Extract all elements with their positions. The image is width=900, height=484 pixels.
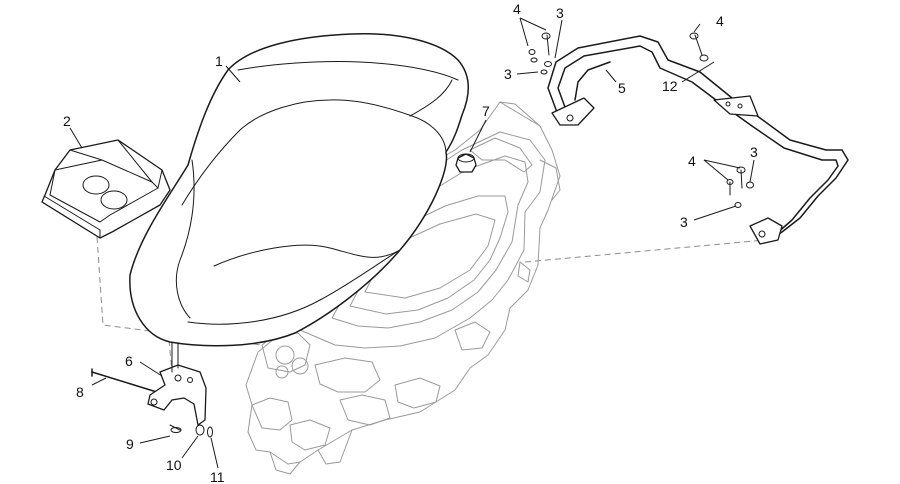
guide-hinge: [167, 329, 173, 373]
callout-9: 9: [126, 436, 134, 452]
rack-fasteners: [528, 32, 754, 208]
leader-4b: [693, 23, 701, 33]
guide-rear-rack: [524, 239, 766, 263]
seat: [129, 32, 469, 347]
leader-10: [181, 435, 199, 459]
callout-6: 6: [125, 353, 133, 369]
rail-mount-hole: [566, 114, 574, 122]
leader-1: [225, 65, 241, 83]
hinge-hole: [150, 398, 158, 406]
callout-4: 4: [688, 153, 696, 169]
screw-head: [170, 427, 182, 433]
callout-2: 2: [63, 113, 71, 129]
leader-4a: [519, 17, 547, 31]
rubber-buffer: [455, 153, 477, 173]
clip: [207, 426, 213, 438]
callout-10: 10: [166, 457, 182, 473]
rail-bracket-hole: [737, 103, 743, 109]
callout-4: 4: [513, 1, 521, 17]
leader-8: [91, 377, 107, 386]
leader-11: [210, 437, 219, 469]
rail-mount-left: [551, 97, 595, 126]
callout-8: 8: [76, 384, 84, 400]
rail-mount-hole: [758, 230, 766, 238]
leader-4a-b: [519, 17, 529, 47]
callout-11: 11: [210, 469, 225, 484]
leader-6: [139, 361, 163, 377]
leader-3d: [693, 205, 737, 221]
callout-4: 4: [716, 13, 724, 29]
hinge-hole: [174, 374, 182, 382]
rail-bracket-12: [713, 95, 759, 117]
callout-3: 3: [680, 214, 688, 230]
leader-lines: [69, 17, 755, 469]
callout-3: 3: [504, 66, 512, 82]
callout-12: 12: [662, 78, 678, 94]
leader-4c: [703, 159, 741, 169]
callout-3: 3: [750, 144, 758, 160]
callout-5: 5: [618, 80, 626, 96]
leader-3a: [554, 19, 563, 59]
leader-12: [681, 61, 715, 83]
hinge-pin-bolt: [91, 371, 161, 394]
seat-cover: [41, 139, 171, 239]
callout-3: 3: [556, 5, 564, 21]
hinge-assembly: [91, 339, 213, 438]
leader-3c: [749, 159, 755, 183]
callout-7: 7: [482, 103, 490, 119]
callout-labels: 1 2 3 3 3 3 4 4 4 5 6 7 8 9 10 11 12: [63, 1, 758, 484]
leader-4c-b: [703, 159, 729, 181]
rail-bracket-hole: [725, 101, 731, 107]
leader-7: [469, 119, 487, 153]
hinge-bracket: [147, 364, 207, 426]
rear-grab-rail: [547, 35, 849, 245]
leader-2: [69, 127, 83, 149]
hinge-hole: [187, 377, 193, 383]
rail-mount-right: [749, 217, 783, 245]
leader-9: [139, 435, 171, 444]
leader-3b: [516, 71, 539, 75]
callout-1: 1: [215, 53, 223, 69]
washer: [195, 424, 205, 436]
leader-5: [605, 69, 617, 83]
